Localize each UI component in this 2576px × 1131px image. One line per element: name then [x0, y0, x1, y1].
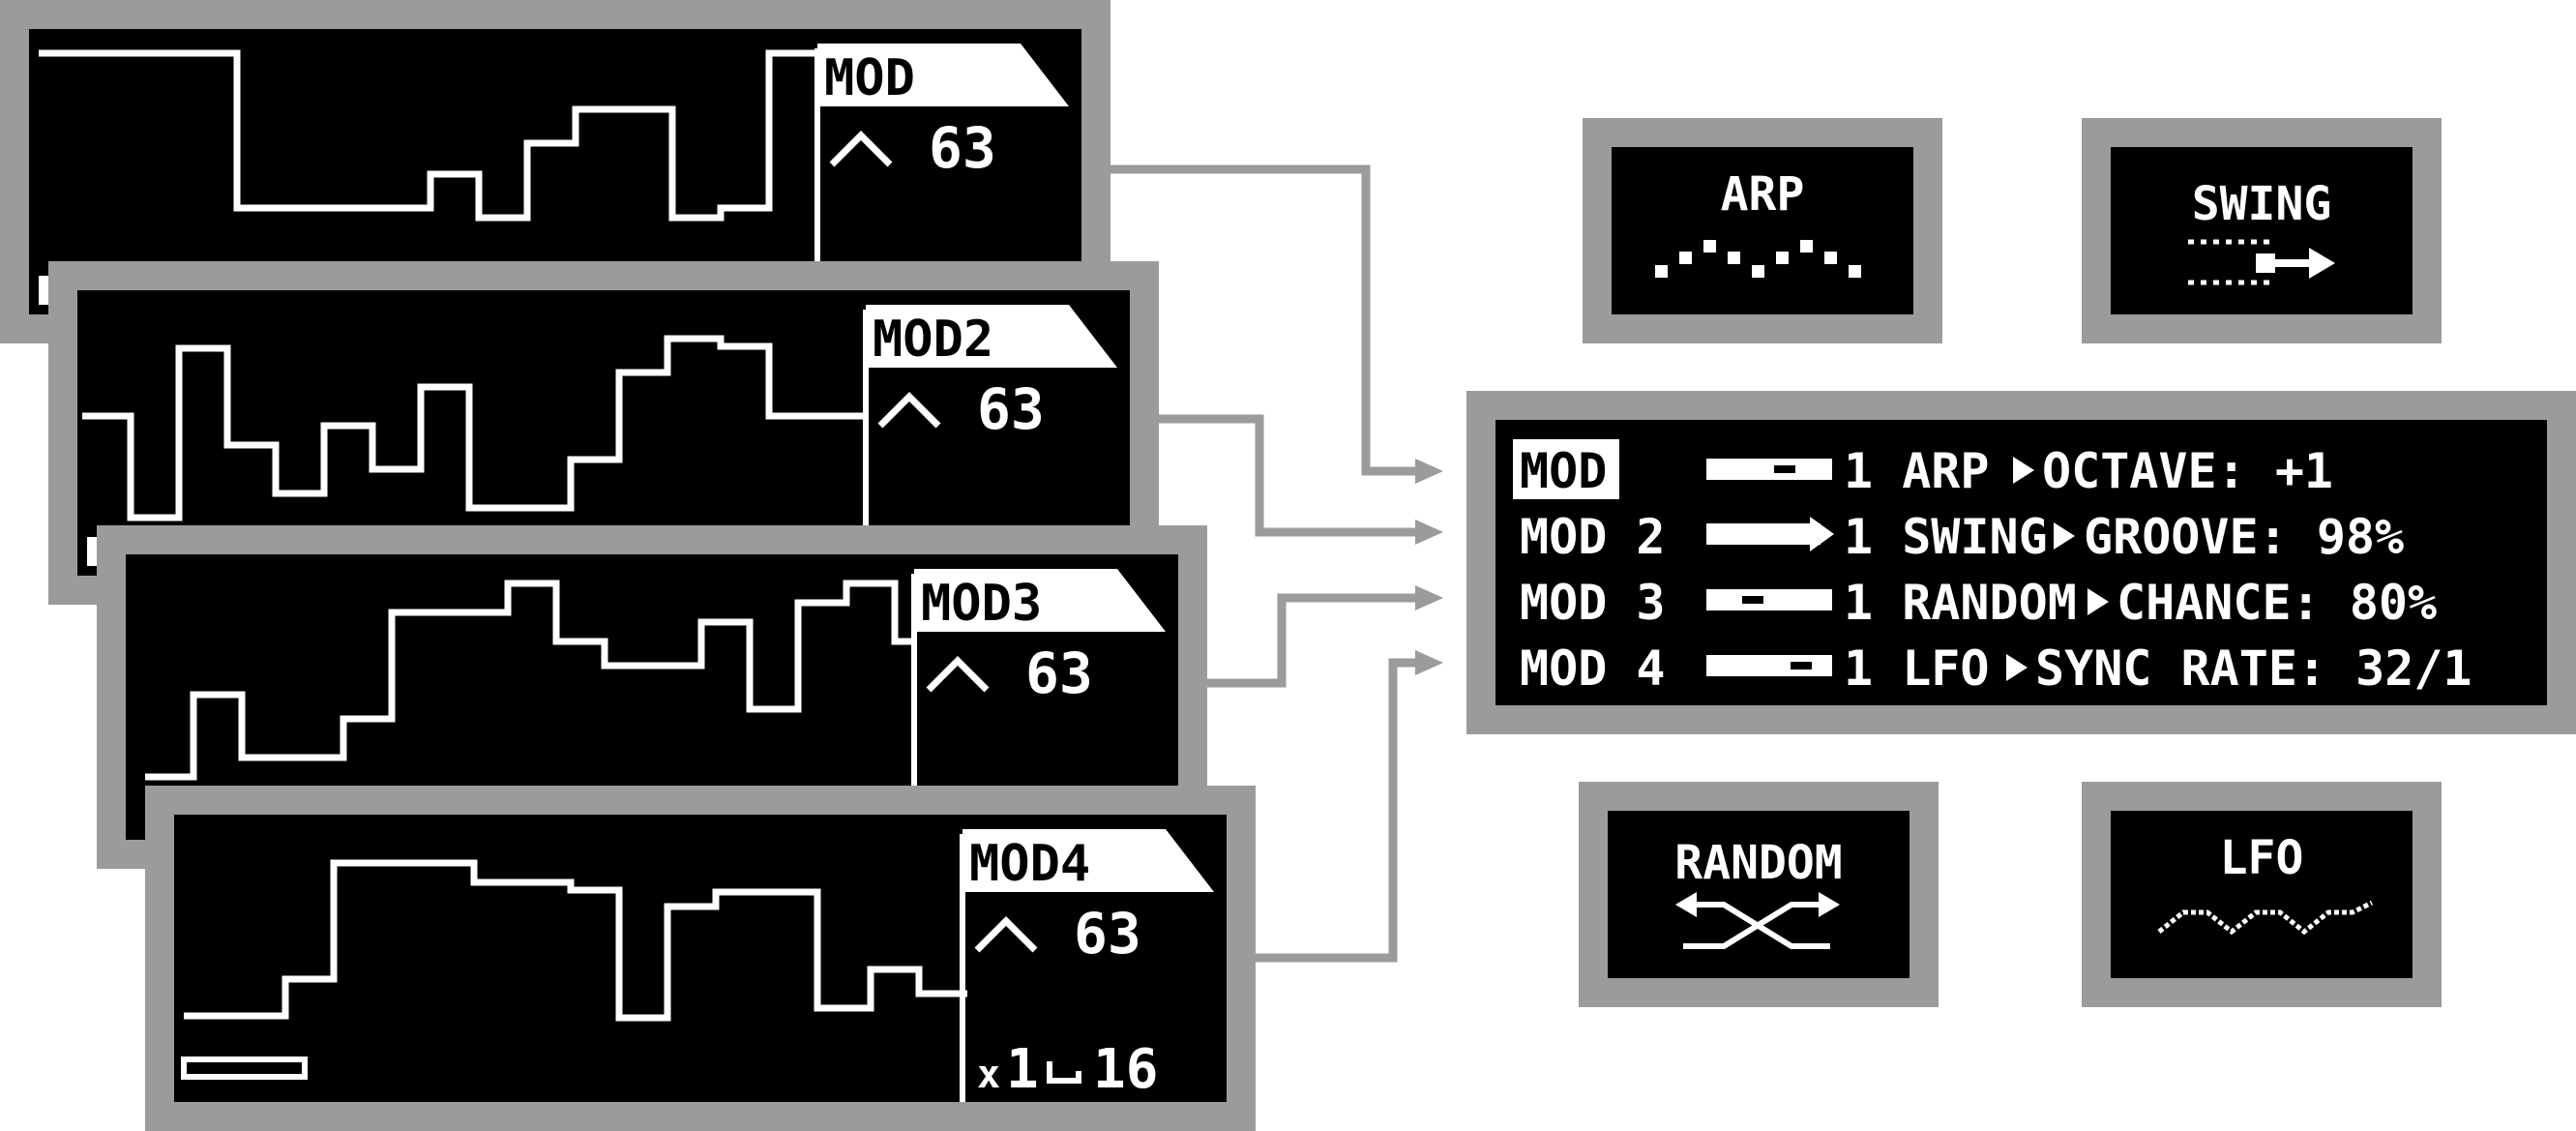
swing-display: SWING: [2188, 177, 2335, 285]
row1-param: OCTAVE: +1: [2042, 443, 2333, 499]
random-crossover-icon: [1675, 892, 1840, 949]
wire-mod2: [1159, 414, 1417, 537]
mod3-value: 63: [1025, 640, 1093, 706]
mod3-title: MOD3: [921, 575, 1042, 633]
caret-up-icon: [974, 916, 1038, 953]
length-bracket-icon: [1047, 1061, 1081, 1084]
row1-source: MOD: [1520, 443, 1607, 499]
random-display: RANDOM: [1674, 836, 1843, 949]
caret-up-icon: [829, 131, 893, 167]
arrow-right-icon: [1415, 585, 1443, 610]
row3-arrow: [1706, 589, 1832, 610]
ramp-triangle-icon: [914, 569, 1166, 632]
mod2-step-curve: [82, 335, 866, 521]
mod3-step-curve: [145, 580, 914, 781]
mod4-header: MOD4 63 x 1 16: [960, 829, 1214, 1102]
mod4-length: 16: [1093, 1038, 1158, 1101]
row1-dest: 1 ARP: [1844, 443, 1990, 499]
mod1-step-curve: [39, 49, 822, 222]
lfo-wave-icon: [2157, 900, 2374, 936]
dotted-arrow-icon: [2188, 239, 2335, 285]
routing-row-4[interactable]: MOD 4 1 LFO SYNC RATE: 32/1: [1520, 640, 2472, 697]
mod4-title: MOD4: [969, 835, 1090, 893]
mod4-progress-bar: [181, 1057, 308, 1080]
row2-source: MOD 2: [1520, 509, 1666, 565]
row4-source: MOD 4: [1520, 640, 1666, 697]
row2-dest: 1 SWING: [1844, 509, 2048, 565]
row3-param: CHANCE: 80%: [2117, 575, 2437, 631]
row4-param: SYNC RATE: 32/1: [2035, 640, 2472, 697]
wire-mod3: [1207, 593, 1417, 688]
mod1-marker: [39, 276, 50, 305]
mod2-marker: [87, 537, 99, 566]
mod1-value: 63: [929, 115, 996, 181]
mod4-value: 63: [1074, 901, 1141, 967]
row2-arrow: [1706, 517, 1834, 551]
random-target: RANDOM: [1579, 782, 1939, 1007]
lfo-target: LFO: [2082, 782, 2442, 1007]
mod4-display: MOD4 63 x 1 16: [181, 829, 1214, 1102]
arp-label: ARP: [1721, 167, 1805, 222]
row4-dest: 1 LFO: [1844, 640, 1990, 697]
arrow-right-icon: [1415, 650, 1443, 675]
play-triangle-icon: [2087, 588, 2109, 615]
ramp-triangle-icon: [817, 44, 1069, 106]
play-triangle-icon: [2006, 654, 2028, 681]
routing-row-1[interactable]: MOD 1 ARP OCTAVE: +1: [1513, 439, 2333, 499]
row3-source: MOD 3: [1520, 575, 1666, 631]
ramp-triangle-icon: [962, 829, 1214, 892]
arp-display: ARP: [1655, 167, 1861, 278]
row2-param: GROOVE: 98%: [2084, 509, 2404, 565]
play-triangle-icon: [2054, 522, 2075, 550]
caret-up-icon: [877, 392, 941, 429]
wire-mod1: [1110, 164, 1417, 476]
mod2-value: 63: [977, 376, 1045, 442]
wire-mod4: [1256, 658, 1417, 963]
row1-arrow: [1706, 459, 1832, 480]
routing-row-2[interactable]: MOD 2 1 SWING GROOVE: 98%: [1520, 509, 2404, 565]
arrow-right-icon: [1415, 520, 1443, 545]
row4-arrow: [1706, 655, 1832, 676]
arrow-right-icon: [1415, 459, 1443, 484]
caret-up-icon: [926, 656, 990, 693]
mod4-screen: MOD4 63 x 1 16: [145, 786, 1256, 1131]
mod2-title: MOD2: [873, 311, 993, 369]
routing-screen: MOD 1 ARP OCTAVE: +1 MOD 2 1 SWING GROOV…: [1466, 391, 2576, 734]
mod4-step: 1: [1006, 1038, 1039, 1101]
ramp-triangle-icon: [866, 305, 1117, 368]
mod4-step-prefix: x: [977, 1053, 1000, 1097]
swing-target: SWING: [2082, 118, 2442, 343]
mod4-step-curve: [184, 859, 967, 1022]
lfo-label: LFO: [2220, 831, 2304, 885]
arp-target: ARP: [1583, 118, 1942, 343]
swing-label: SWING: [2192, 177, 2332, 231]
play-triangle-icon: [2013, 457, 2034, 484]
random-label: RANDOM: [1674, 836, 1842, 890]
selected-highlight: [1513, 439, 1619, 499]
routing-display: MOD 1 ARP OCTAVE: +1 MOD 2 1 SWING GROOV…: [1513, 439, 2472, 697]
arp-dots-icon: [1655, 240, 1861, 278]
mod1-title: MOD: [824, 49, 915, 107]
lfo-display: LFO: [2157, 831, 2374, 936]
row3-dest: 1 RANDOM: [1844, 575, 2077, 631]
routing-row-3[interactable]: MOD 3 1 RANDOM CHANCE: 80%: [1520, 575, 2437, 631]
